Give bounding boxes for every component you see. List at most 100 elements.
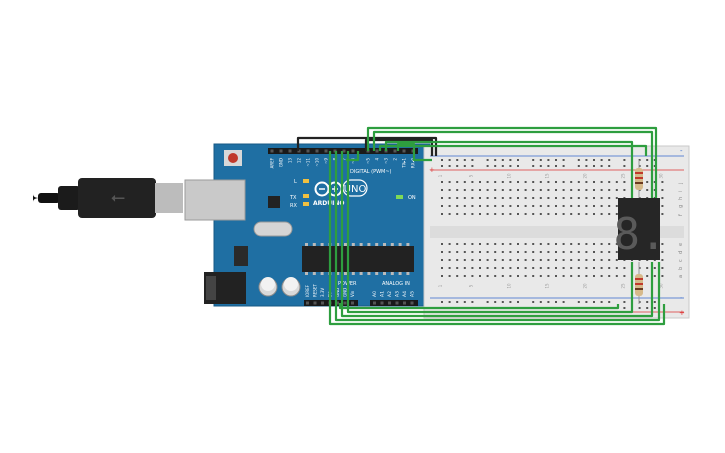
led-tx xyxy=(303,194,309,198)
crystal xyxy=(253,221,293,237)
row-letter: d xyxy=(678,251,684,254)
power-pin-label: GND xyxy=(343,288,348,297)
analog-header xyxy=(370,300,418,306)
digital-pin-label: ~5 xyxy=(366,158,371,164)
analog-pin-hole[interactable] xyxy=(395,301,399,305)
power-pin-hole[interactable] xyxy=(336,301,339,305)
analog-pin-label: A2 xyxy=(387,291,393,297)
power-pin-hole[interactable] xyxy=(351,301,354,305)
led-l-label: L xyxy=(294,179,297,185)
usb-cable[interactable]: ⭠ xyxy=(33,178,183,218)
digital-pin-label: ~3 xyxy=(384,158,389,164)
power-pin-hole[interactable] xyxy=(313,301,317,305)
digital-pin-hole[interactable] xyxy=(342,149,346,153)
rail-minus-label: - xyxy=(680,147,683,155)
row-letter: g xyxy=(678,205,684,208)
digital-pin-label: ~11 xyxy=(306,158,311,167)
digital-pin-label: GND xyxy=(279,158,284,167)
led-tx-label: TX xyxy=(289,195,297,201)
wire-green-d11[interactable] xyxy=(334,151,661,322)
resistor-top[interactable] xyxy=(635,160,643,198)
column-number: 10 xyxy=(506,173,511,179)
wire-green-d7[interactable] xyxy=(366,126,658,198)
wire-black-2[interactable] xyxy=(364,138,434,156)
digital-pin-label: ~9 xyxy=(324,158,329,164)
column-number: 15 xyxy=(544,283,549,289)
wire-green-d4[interactable] xyxy=(384,140,634,198)
column-number: 1 xyxy=(438,174,443,177)
digital-header-label: DIGITAL (PWM~) xyxy=(350,169,392,175)
analog-pin-hole[interactable] xyxy=(388,301,391,305)
model-label: UNO xyxy=(344,184,367,195)
row-letter: b xyxy=(678,267,684,270)
digital-pin-hole[interactable] xyxy=(324,149,328,153)
usb-icon: ⭠ xyxy=(111,187,125,208)
power-pin-hole[interactable] xyxy=(343,301,347,305)
reset-button-cap[interactable] xyxy=(228,153,238,163)
power-pin-label: Vin xyxy=(350,290,355,297)
seven-segment-display[interactable]: 8. xyxy=(614,198,667,260)
analog-pin-hole[interactable] xyxy=(373,301,376,305)
wire-green-d6[interactable] xyxy=(372,130,654,198)
column-number: 15 xyxy=(544,173,549,179)
resistor-bottom[interactable] xyxy=(635,262,643,304)
analog-pin-hole[interactable] xyxy=(410,301,414,305)
power-pin-label: 3.3V xyxy=(320,288,325,297)
digital-pin-hole[interactable] xyxy=(315,149,319,153)
digital-pin-label: TX▸1 xyxy=(402,158,407,169)
voltage-regulator xyxy=(234,246,248,266)
analog-pin-label: A1 xyxy=(380,291,386,297)
usb-chip xyxy=(268,196,280,208)
wire-green-d12[interactable] xyxy=(328,151,666,326)
column-number: 5 xyxy=(468,284,473,287)
column-number: 1 xyxy=(438,284,443,287)
digital-pin-hole[interactable] xyxy=(270,149,274,153)
digital-pin-hole[interactable] xyxy=(402,149,406,153)
power-pin-label: IOREF xyxy=(305,284,310,297)
digital-pin-label: 4 xyxy=(375,158,380,161)
row-letter: h xyxy=(678,197,684,200)
usb-port xyxy=(184,179,246,221)
wire-green-d2[interactable] xyxy=(396,142,432,162)
rail-plus-label-bottom: + xyxy=(679,309,685,317)
seven-segment-digit: 8. xyxy=(614,209,667,260)
led-on-label: ON xyxy=(408,195,416,201)
analog-pin-hole[interactable] xyxy=(403,301,406,305)
digital-pin-label: 7 xyxy=(342,158,347,161)
arduino-uno-board[interactable]: L TX RX ON ARDUINO UNO DIGITAL (PWM~) AR… xyxy=(184,143,431,307)
power-pin-hole[interactable] xyxy=(321,301,324,305)
analog-pin-label: A4 xyxy=(402,291,408,297)
analog-pin-label: A5 xyxy=(410,291,416,297)
led-l xyxy=(303,179,309,183)
wire-green-d5[interactable] xyxy=(378,144,648,156)
usb-plug-body xyxy=(78,178,156,218)
power-pin-hole[interactable] xyxy=(306,301,309,305)
led-rx-label: RX xyxy=(290,203,297,209)
digital-pin-label: 13 xyxy=(288,158,293,164)
digital-pin-hole[interactable] xyxy=(306,149,310,153)
column-number: 30 xyxy=(658,173,663,179)
digital-pin-hole[interactable] xyxy=(351,149,355,153)
digital-pin-label: 2 xyxy=(393,158,398,161)
digital-pin-label: AREF xyxy=(270,157,275,168)
wire-green-d10[interactable] xyxy=(340,151,654,318)
row-letter: f xyxy=(678,214,684,216)
power-pin-label: GND xyxy=(335,288,340,297)
atmega-chip xyxy=(302,246,414,272)
led-on xyxy=(396,195,403,199)
wire-green-5v[interactable] xyxy=(338,303,620,310)
row-letter: j xyxy=(678,183,684,185)
digital-pin-hole[interactable] xyxy=(375,149,379,153)
seven-segment-body xyxy=(618,198,660,260)
digital-pin-hole[interactable] xyxy=(288,149,292,153)
digital-pin-hole[interactable] xyxy=(393,149,397,153)
column-number: 10 xyxy=(506,283,511,289)
rail-plus-label: + xyxy=(429,166,435,174)
digital-pin-hole[interactable] xyxy=(279,149,283,153)
analog-pin-hole[interactable] xyxy=(380,301,384,305)
led-rx xyxy=(303,202,309,206)
column-number: 25 xyxy=(620,173,625,179)
wire-green-d8[interactable] xyxy=(346,151,360,162)
wire-green-d9[interactable] xyxy=(346,151,634,314)
